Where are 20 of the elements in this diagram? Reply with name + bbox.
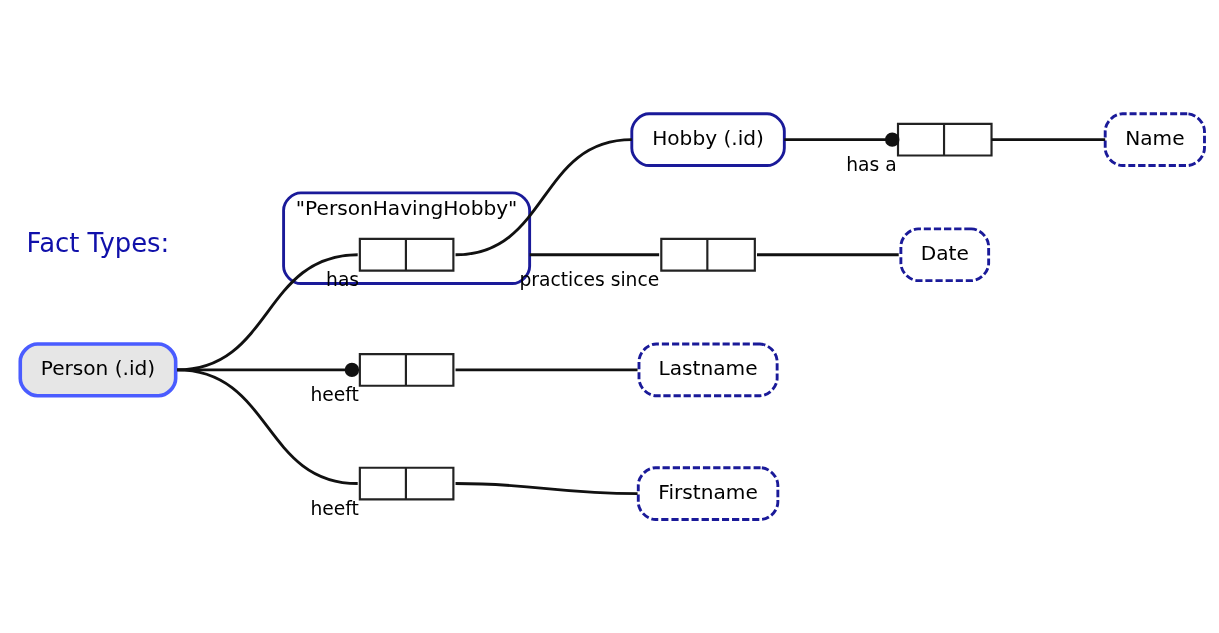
node-box: Name — [1103, 111, 1206, 167]
node-label: has a — [846, 153, 897, 175]
connector — [455, 137, 632, 256]
connector — [177, 362, 360, 377]
connector — [176, 367, 358, 485]
node-label: heeft — [310, 383, 359, 405]
node-box: Hobby (.id) — [630, 111, 786, 167]
connector — [455, 481, 638, 495]
connector — [784, 131, 900, 147]
label: Fact Types: — [26, 227, 170, 258]
connector — [455, 367, 638, 371]
node-label: heeft — [310, 497, 359, 519]
connector — [757, 252, 899, 256]
node-box: Firstname — [636, 465, 780, 521]
node-box: Person (.id) — [18, 341, 178, 398]
connector — [991, 137, 1106, 141]
node-box: Date — [899, 226, 991, 282]
connector — [529, 252, 660, 256]
connector — [176, 252, 358, 371]
node-box: Lastname — [637, 342, 779, 397]
